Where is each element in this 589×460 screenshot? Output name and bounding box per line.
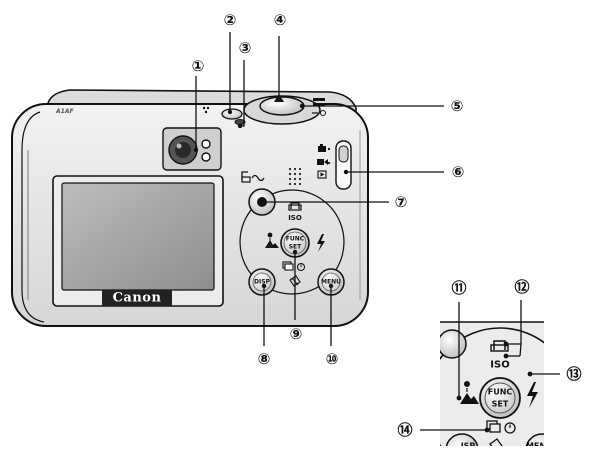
print-icon	[288, 202, 302, 211]
control-pad-ring	[239, 189, 345, 295]
landscape-icon	[265, 240, 279, 248]
down-button[interactable]	[282, 261, 306, 272]
mode-switch[interactable]	[335, 140, 352, 190]
disp-label: DISP	[254, 279, 271, 286]
callout-12: ⑫	[514, 278, 529, 296]
inset-func-set-button[interactable]: FUNC SET	[479, 377, 521, 419]
inset-leader-arrows	[456, 341, 533, 433]
inset-erase-icon	[489, 438, 503, 446]
iso-label: ISO	[288, 214, 302, 222]
disp-button[interactable]: DISP	[248, 268, 276, 296]
inset-continuous-icon	[486, 420, 501, 433]
callout-14: ⑭	[397, 421, 412, 439]
flash-icon	[317, 234, 325, 252]
mode-icons	[317, 144, 331, 179]
inset-func-label: FUNC	[488, 388, 513, 397]
inset-self-timer-icon	[504, 422, 516, 434]
lcd-monitor	[52, 175, 224, 307]
indicator-lamps	[201, 139, 211, 162]
callout-2: ②	[224, 11, 237, 29]
callout-10: ⑩	[326, 350, 339, 368]
inset-menu-label: MEN	[526, 442, 546, 451]
callout-1: ①	[192, 57, 205, 75]
power-button[interactable]	[221, 108, 243, 120]
callout-7: ⑦	[395, 193, 408, 211]
callout-4: ④	[274, 11, 287, 29]
camera-mode-icon	[318, 144, 331, 152]
callout-5: ⑤	[451, 97, 464, 115]
playback-mode-icon	[317, 170, 327, 179]
model-text: A1AF	[55, 108, 74, 115]
left-button[interactable]	[265, 232, 279, 248]
right-button[interactable]	[317, 234, 325, 252]
callout-numbers: ① ② ③ ④ ⑤ ⑥ ⑦ ⑧ ⑨ ⑩ ⑪ ⑫ ⑬ ⑭	[192, 11, 582, 439]
detail-inset: ISO FUNC SET	[440, 322, 546, 451]
microphone-icon	[202, 106, 210, 114]
callout-8: ⑧	[258, 350, 271, 368]
brand-plate: Canon	[102, 290, 172, 306]
inset-macro-icon	[464, 381, 470, 392]
callout-6: ⑥	[452, 163, 465, 181]
set-label: SET	[289, 244, 302, 251]
inset-flash-icon	[527, 382, 538, 408]
zoom-symbols-icon	[312, 98, 326, 116]
continuous-icon	[282, 261, 294, 271]
movie-mode-icon	[317, 159, 331, 165]
func-label: FUNC	[286, 236, 305, 243]
menu-label: MENU	[321, 279, 341, 286]
inset-landscape-icon	[460, 393, 479, 404]
self-timer-icon	[296, 262, 306, 272]
inset-disp-label: ISP	[461, 442, 476, 451]
up-button[interactable]: ISO	[288, 202, 302, 222]
callout-11: ⑪	[451, 279, 466, 297]
viewfinder	[162, 127, 222, 171]
callout-13: ⑬	[566, 365, 581, 383]
inset-set-label: SET	[492, 400, 509, 409]
brand-logo: Canon	[113, 291, 162, 306]
callout-9: ⑨	[290, 325, 303, 343]
inset-leader-lines	[420, 300, 560, 431]
leader-lines	[195, 32, 444, 346]
callout-3: ③	[239, 39, 252, 57]
print-share-icon	[241, 171, 265, 183]
leader-arrows	[193, 94, 349, 289]
speaker-grille	[288, 167, 302, 186]
inset-iso-label: ISO	[490, 360, 509, 371]
